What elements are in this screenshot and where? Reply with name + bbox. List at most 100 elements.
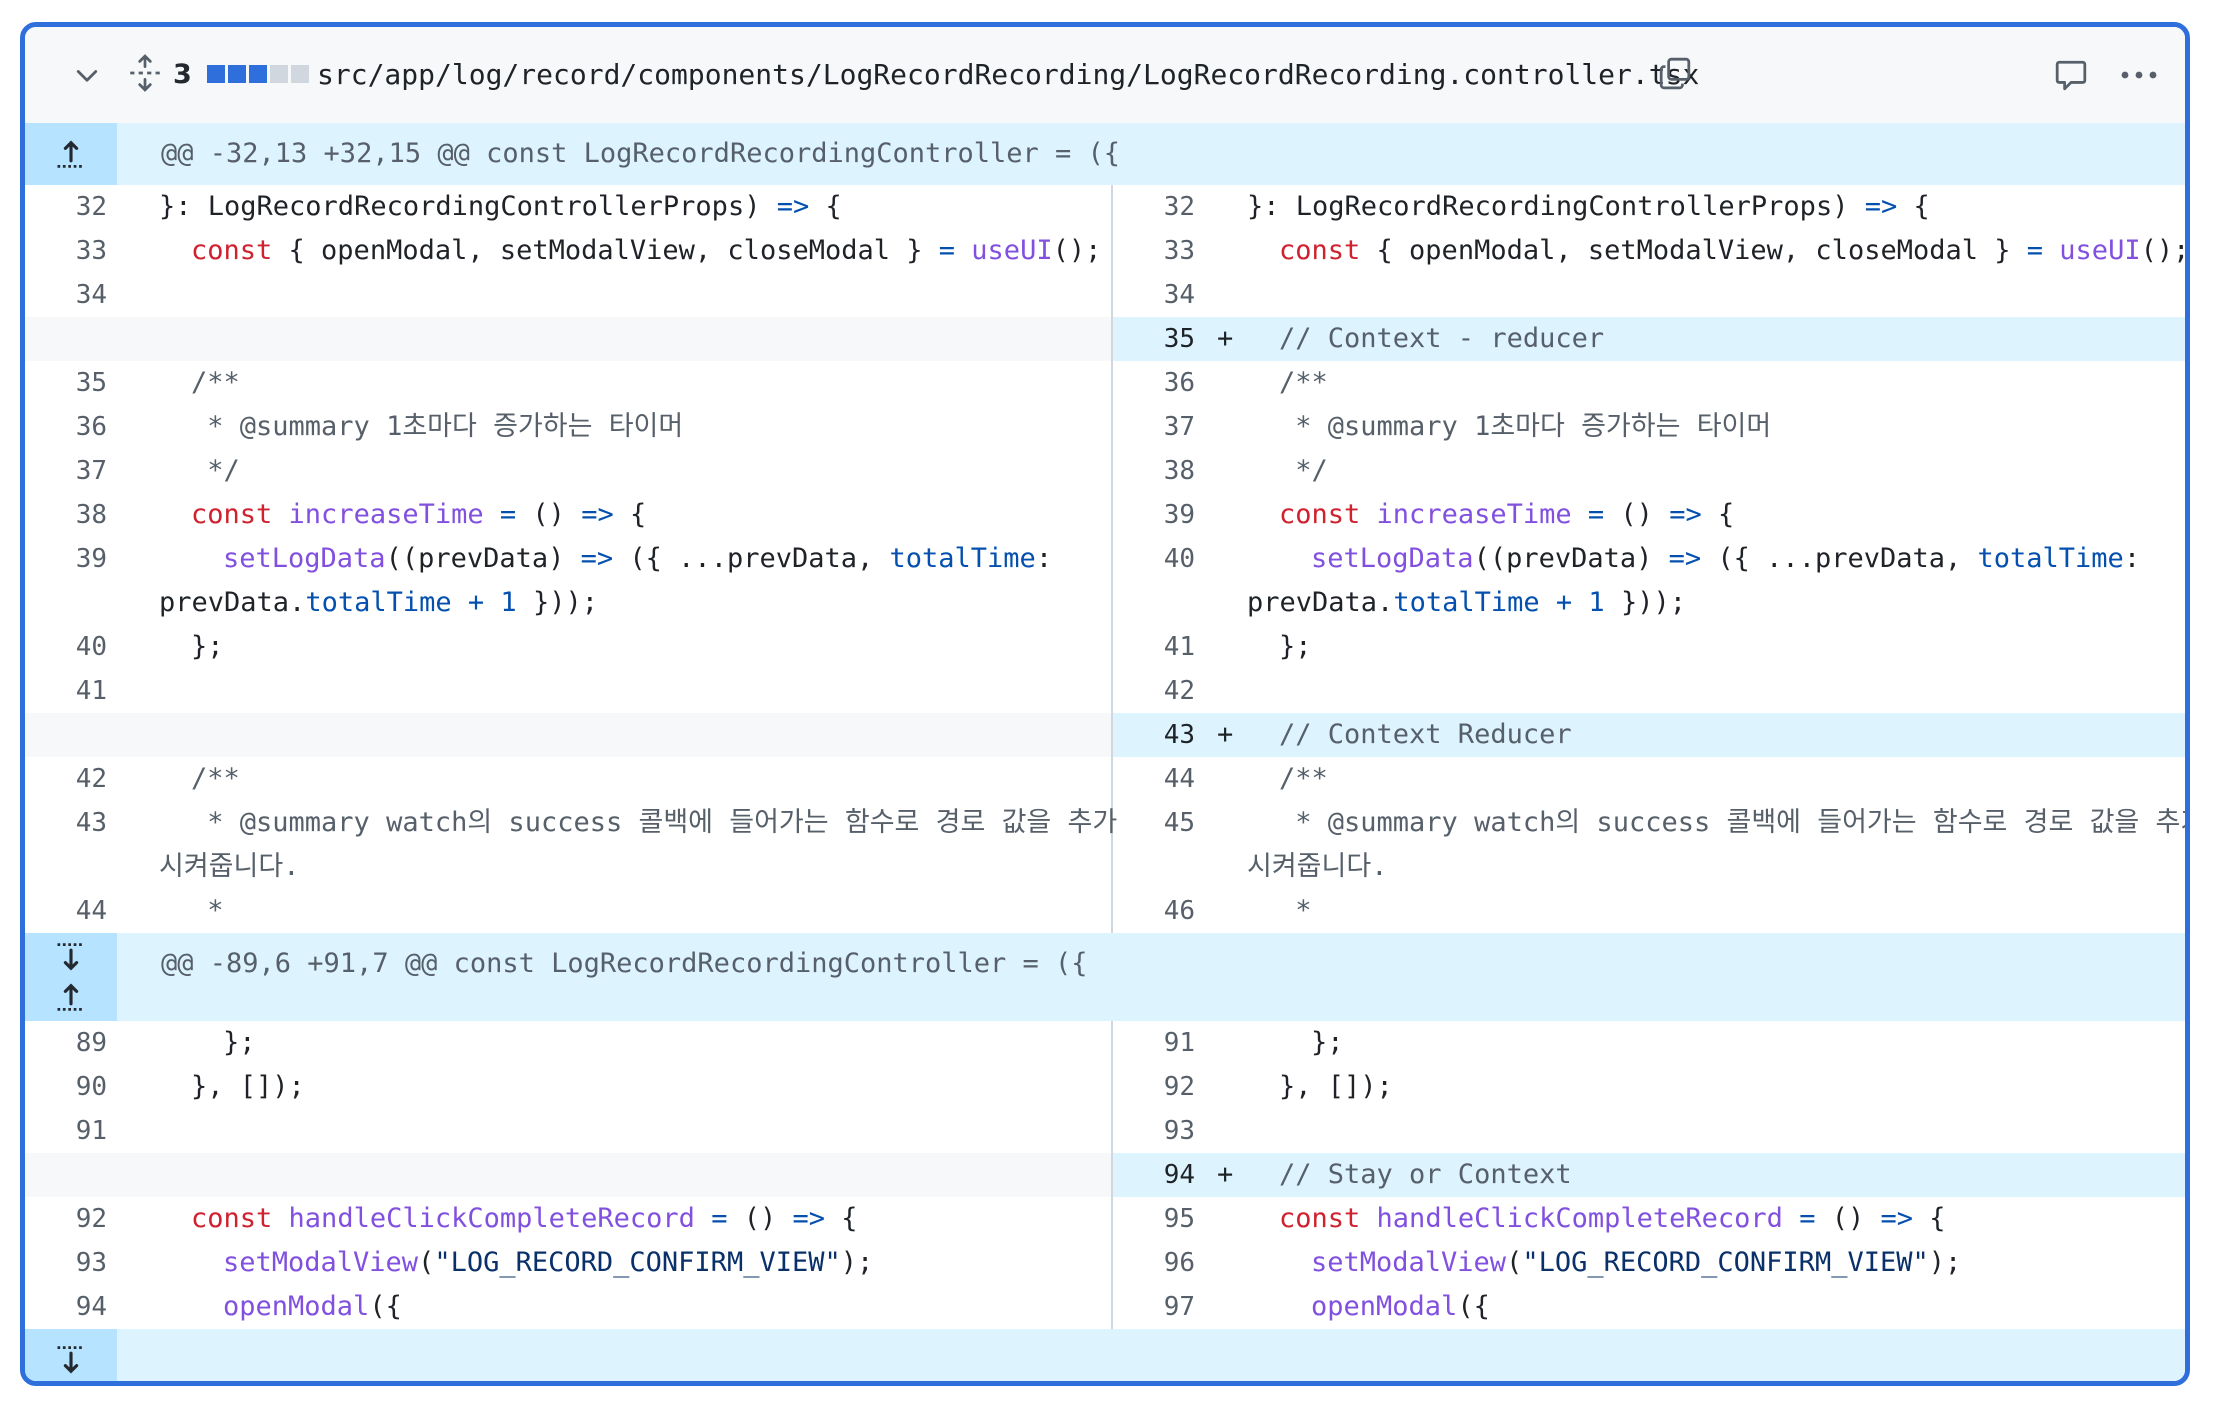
expand-up-button[interactable] — [25, 123, 117, 185]
code-token: }: LogRecordRecordingControllerProps) — [159, 191, 777, 222]
code-line: /** — [1279, 763, 1328, 794]
code-line: /** — [1279, 367, 1328, 398]
code-token: totalTime — [889, 543, 1036, 574]
code-token: handleClickCompleteRecord — [1376, 1203, 1783, 1234]
expand-down-button[interactable] — [25, 1329, 117, 1381]
code-line: * @summary 1초마다 증가하는 타이머 — [1279, 411, 1772, 442]
line-number[interactable]: 43 — [75, 808, 107, 838]
expand-button[interactable] — [25, 933, 117, 1021]
line-number[interactable]: 91 — [1163, 1028, 1195, 1058]
diff-row: 90}, []); 92}, []); — [25, 1065, 2185, 1109]
empty-line — [25, 1153, 1113, 1197]
code-token: ({ — [1457, 1291, 1490, 1322]
code-line: openModal({ — [1247, 1285, 2171, 1329]
code-token: * @summary watch의 success 콜백에 들어가는 함수로 경… — [191, 807, 1118, 838]
code-line: const increaseTime = () => { — [159, 493, 1097, 537]
line-number[interactable]: 33 — [1163, 236, 1195, 266]
diff-row: 32 }: LogRecordRecordingControllerProps) … — [25, 185, 2185, 229]
line-number[interactable]: 95 — [1163, 1204, 1195, 1234]
line-number[interactable]: 35 — [1163, 324, 1195, 354]
line-number[interactable]: 93 — [75, 1248, 107, 1278]
line-number[interactable]: 39 — [75, 544, 107, 574]
line-number[interactable]: 97 — [1163, 1292, 1195, 1322]
diff-row: 40}; 41}; — [25, 625, 2185, 669]
line-number[interactable]: 93 — [1163, 1116, 1195, 1146]
code-token: useUI — [971, 235, 1053, 266]
comment-icon[interactable] — [2051, 55, 2091, 95]
code-token: totalTime — [1977, 543, 2124, 574]
line-number[interactable]: 33 — [75, 236, 107, 266]
code-token: openModal — [223, 1291, 370, 1322]
line-number[interactable]: 42 — [75, 764, 107, 794]
code-line: // Context Reducer — [1279, 719, 1572, 750]
line-number[interactable]: 41 — [75, 676, 107, 706]
code-token: { — [809, 191, 842, 222]
line-number[interactable]: 94 — [75, 1292, 107, 1322]
code-token: const — [191, 1203, 273, 1234]
more-icon[interactable] — [2117, 55, 2161, 95]
line-number[interactable]: 92 — [75, 1204, 107, 1234]
line-number[interactable]: 90 — [75, 1072, 107, 1102]
code-token: : — [1035, 543, 1053, 574]
code-token: increaseTime — [288, 499, 484, 530]
diffstat-block — [270, 65, 288, 83]
line-number[interactable]: 46 — [1163, 896, 1195, 926]
code-token: prevData. — [159, 587, 306, 618]
code-token: => — [1864, 191, 1898, 222]
line-number[interactable]: 38 — [75, 500, 107, 530]
file-path[interactable]: src/app/log/record/components/LogRecordR… — [317, 58, 1700, 91]
code-token: "LOG_RECORD_CONFIRM_VIEW" — [1522, 1247, 1929, 1278]
copy-icon[interactable] — [1655, 53, 1695, 93]
diff-row-added: 35+// Context - reducer — [25, 317, 2185, 361]
expand-all-icon[interactable] — [123, 51, 167, 95]
line-number[interactable]: 94 — [1163, 1160, 1195, 1190]
line-number[interactable]: 41 — [1163, 632, 1195, 662]
line-number[interactable]: 34 — [75, 280, 107, 310]
line-number[interactable]: 40 — [75, 632, 107, 662]
line-number[interactable]: 32 — [75, 192, 107, 222]
code-line: openModal({ — [159, 1285, 1097, 1329]
code-token: + — [1555, 587, 1573, 618]
line-number[interactable]: 34 — [1163, 280, 1195, 310]
line-number[interactable]: 37 — [75, 456, 107, 486]
code-token: = — [2026, 235, 2044, 266]
line-number[interactable]: 36 — [75, 412, 107, 442]
code-line: const { openModal, setModalView, closeMo… — [159, 229, 1101, 273]
line-number[interactable]: 32 — [1163, 192, 1195, 222]
empty-line — [25, 713, 1113, 757]
code-line: * @summary watch의 success 콜백에 들어가는 함수로 경… — [1247, 801, 2185, 889]
line-number[interactable]: 44 — [75, 896, 107, 926]
line-number[interactable]: 36 — [1163, 368, 1195, 398]
code-line: }; — [1311, 1027, 1344, 1058]
code-line: }: LogRecordRecordingControllerProps) =>… — [159, 185, 1097, 229]
line-number[interactable]: 39 — [1163, 500, 1195, 530]
line-number[interactable]: 89 — [75, 1028, 107, 1058]
code-token: () — [1604, 499, 1670, 530]
line-number[interactable]: 91 — [75, 1116, 107, 1146]
line-number[interactable]: 43 — [1163, 720, 1195, 750]
line-number[interactable]: 35 — [75, 368, 107, 398]
line-number[interactable]: 38 — [1163, 456, 1195, 486]
code-line: const { openModal, setModalView, closeMo… — [1247, 229, 2185, 273]
line-number[interactable]: 45 — [1163, 808, 1195, 838]
code-token: 시켜줍니다. — [159, 851, 300, 882]
code-token: { — [1897, 191, 1930, 222]
line-number[interactable]: 37 — [1163, 412, 1195, 442]
line-number[interactable]: 42 — [1163, 676, 1195, 706]
code-token: const — [1279, 235, 1361, 266]
line-number[interactable]: 40 — [1163, 544, 1195, 574]
add-marker: + — [1217, 1159, 1234, 1190]
diff-row: 38 const increaseTime = () => { 39 const i… — [25, 493, 2185, 537]
code-token: => — [581, 499, 614, 530]
line-number[interactable]: 96 — [1163, 1248, 1195, 1278]
code-line: setLogData((prevData) => ({ ...prevData,… — [1247, 537, 2171, 625]
change-count: 3 — [173, 59, 192, 90]
line-number[interactable]: 44 — [1163, 764, 1195, 794]
line-number[interactable]: 92 — [1163, 1072, 1195, 1102]
code-line: /** — [191, 763, 240, 794]
code-line: const increaseTime = () => { — [1247, 493, 2171, 537]
chevron-down-icon[interactable] — [67, 55, 107, 95]
file-header: 3 src/app/log/record/components/LogRecor… — [25, 27, 2185, 125]
code-token: totalTime — [1393, 587, 1540, 618]
